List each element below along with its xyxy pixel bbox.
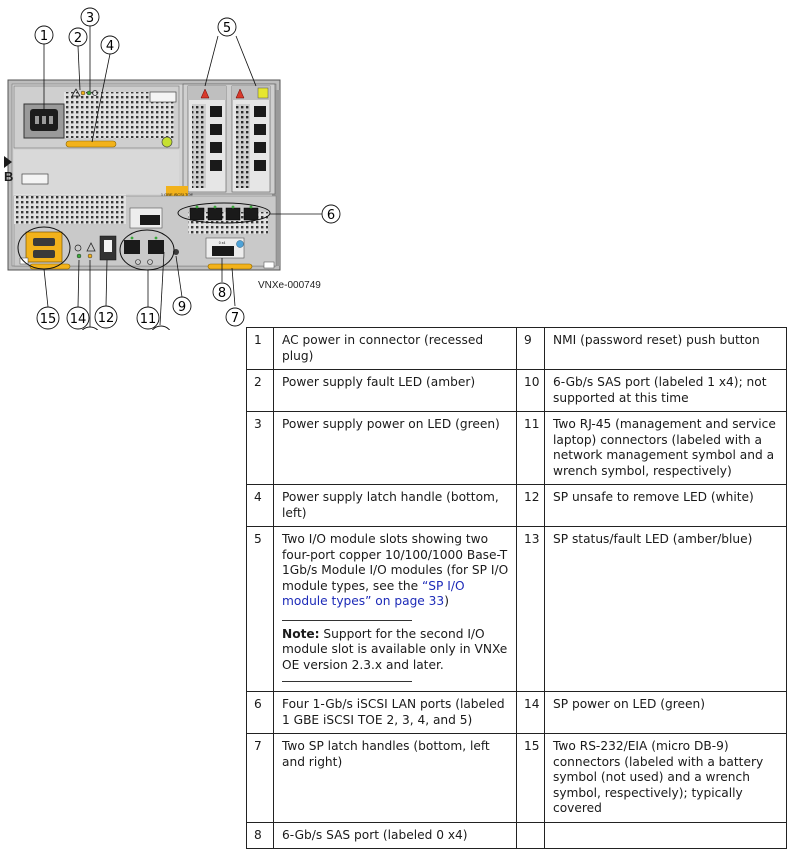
rj45-service-port [148, 240, 164, 254]
item-text: ) [444, 594, 449, 608]
network-icon [135, 259, 141, 265]
callout-label: 15 [40, 312, 57, 327]
sp-power-led [76, 253, 82, 259]
item-description: Four 1-Gb/s iSCSI LAN ports (labeled 1 G… [273, 691, 517, 734]
item-description: Two I/O module slots showing two four-po… [273, 526, 517, 692]
sas-port-0x4 [212, 246, 234, 256]
callout-label: 4 [106, 39, 114, 54]
item-number: 1 [246, 327, 274, 370]
table-row: 2 Power supply fault LED (amber) 10 6-Gb… [246, 369, 787, 412]
table-row: 6 Four 1-Gb/s iSCSI LAN ports (labeled 1… [246, 691, 787, 734]
item-number: 10 [516, 369, 545, 412]
item-description: SP power on LED (green) [544, 691, 787, 734]
gbe-tag-label: 1 GBE iSCSI TOE [161, 192, 194, 197]
note-text: Support for the second I/O module slot i… [282, 626, 508, 672]
sp-latch-handle [29, 263, 71, 270]
callout-label: 8 [218, 286, 226, 301]
table-row: 7 Two SP latch handles (bottom, left and… [246, 733, 787, 823]
warning-icon [86, 242, 96, 252]
divider [282, 681, 412, 682]
iscsi-port [189, 207, 205, 221]
item-description: Power supply latch handle (bottom, left) [273, 484, 517, 527]
item-number [516, 821, 545, 849]
power-icon [92, 90, 98, 96]
item-description: 6-Gb/s SAS port (labeled 0 x4) [273, 821, 517, 849]
ps-fault-led [80, 90, 86, 96]
callout-label: 5 [223, 21, 231, 36]
warning-icon [235, 88, 245, 99]
sas-port-1x4 [140, 215, 160, 225]
callout-label: 11 [140, 312, 157, 327]
item-description: AC power in connector (recessed plug) [273, 327, 517, 370]
ps-latch-handle [65, 140, 117, 148]
item-description: Power supply fault LED (amber) [273, 369, 517, 412]
table-row: 3 Power supply power on LED (green) 11 T… [246, 411, 787, 485]
figure-id: VNXe-000749 [258, 280, 321, 291]
serial-connectors [25, 231, 63, 263]
item-description: Two RJ-45 (management and service laptop… [544, 411, 787, 485]
item-number: 6 [246, 691, 274, 734]
divider [282, 619, 412, 621]
iscsi-port [225, 207, 241, 221]
iscsi-port [243, 207, 259, 221]
wrench-icon [147, 259, 153, 265]
item-description: 6-Gb/s SAS port (labeled 1 x4); not supp… [544, 369, 787, 412]
item-number: 12 [516, 484, 545, 527]
table-row: 1 AC power in connector (recessed plug) … [246, 327, 787, 370]
power-icon [74, 244, 82, 252]
sas-0x4-label: 0 x4 [219, 241, 226, 245]
item-description: Two RS-232/EIA (micro DB-9) connectors (… [544, 733, 787, 823]
table-row: 8 6-Gb/s SAS port (labeled 0 x4) [246, 821, 787, 849]
sp-latch-handle [207, 263, 253, 270]
item-number: 9 [516, 327, 545, 370]
callout-label: 2 [74, 31, 82, 46]
item-description: SP status/fault LED (amber/blue) [544, 526, 787, 692]
item-description: Power supply power on LED (green) [273, 411, 517, 485]
callout-label: 3 [86, 11, 94, 26]
ground-icon [161, 136, 173, 148]
item-description: NMI (password reset) push button [544, 327, 787, 370]
callout-label: 7 [231, 311, 239, 326]
item-number: 11 [516, 411, 545, 485]
warning-icon [71, 88, 81, 97]
component-table: 1 AC power in connector (recessed plug) … [246, 327, 787, 849]
callout-label: 12 [98, 311, 115, 326]
rear-panel-figure: B [4, 7, 341, 330]
item-number: 8 [246, 821, 274, 849]
cross-reference-link[interactable]: “SP I/O module types” on page 33 [282, 578, 465, 609]
item-number: 4 [246, 484, 274, 527]
item-number: 14 [516, 691, 545, 734]
callout-numbers: 1 2 3 4 5 6 7 8 9 10 11 12 13 14 15 [34, 7, 341, 330]
callout-label: 6 [327, 208, 335, 223]
item-description: SP unsafe to remove LED (white) [544, 484, 787, 527]
table-row: 4 Power supply latch handle (bottom, lef… [246, 484, 787, 527]
item-description: Two SP latch handles (bottom, left and r… [273, 733, 517, 823]
side-label: B [4, 169, 13, 184]
power-supply [13, 85, 180, 149]
rj45-management-port [124, 240, 140, 254]
item-number: 2 [246, 369, 274, 412]
io-module-slots [182, 83, 276, 195]
callout-label: 1 [40, 29, 48, 44]
item-text: Two I/O module slots showing two four-po… [282, 532, 509, 593]
nmi-button [173, 249, 179, 255]
item-description [544, 821, 787, 849]
item-number: 7 [246, 733, 274, 823]
item-number: 15 [516, 733, 545, 823]
sp-status-led [87, 253, 93, 259]
side-marker: B [4, 156, 13, 184]
table-row: 5 Two I/O module slots showing two four-… [246, 526, 787, 692]
iscsi-port [207, 207, 223, 221]
ps-power-led [86, 90, 92, 96]
callout-label: 9 [178, 300, 186, 315]
callout-label: 14 [70, 312, 87, 327]
callout-leaders [43, 26, 322, 327]
item-number: 13 [516, 526, 545, 692]
item-number: 5 [246, 526, 274, 692]
storage-processor: 0 x4 [13, 195, 277, 270]
note-label: Note: [282, 626, 320, 641]
note: Note: Support for the second I/O module … [282, 627, 510, 674]
warning-icon [200, 88, 210, 99]
item-number: 3 [246, 411, 274, 485]
